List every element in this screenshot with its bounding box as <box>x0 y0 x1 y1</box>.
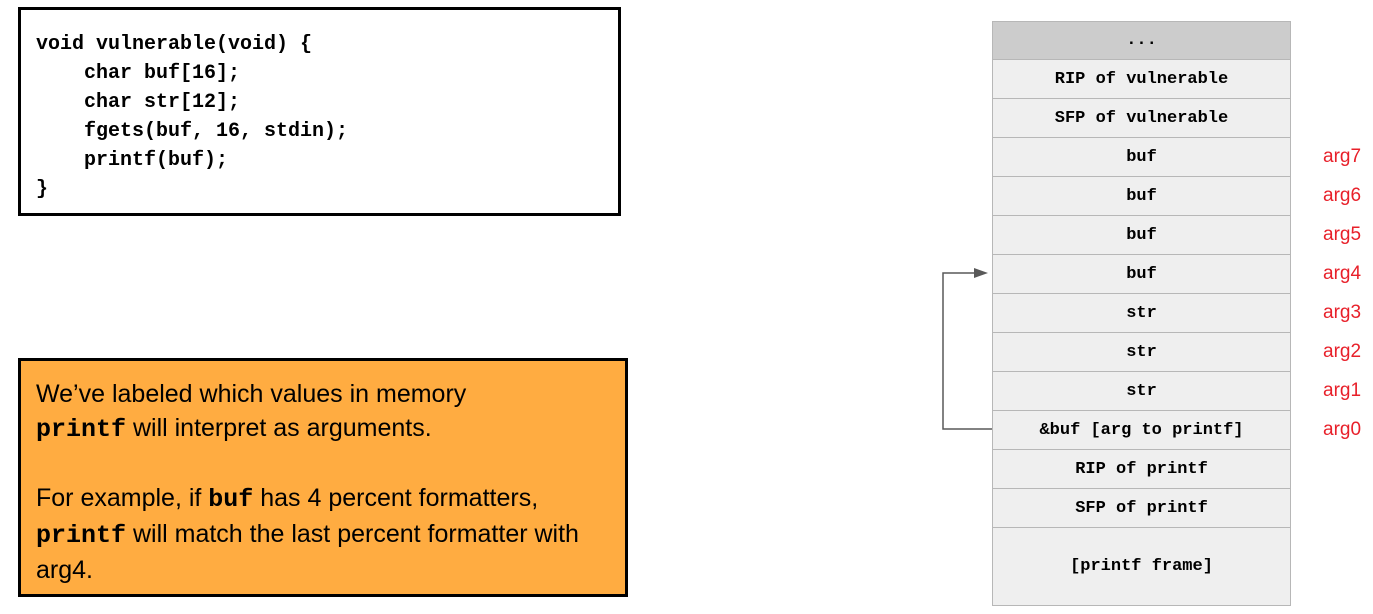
stack-diagram: ... RIP of vulnerable SFP of vulnerable … <box>992 21 1361 606</box>
arg-label: arg2 <box>1323 341 1362 362</box>
stack-cell-rip-vulnerable: RIP of vulnerable <box>992 60 1291 99</box>
note-text: will interpret as arguments. <box>126 414 432 442</box>
cell-label: &buf [arg to printf] <box>1039 420 1244 440</box>
explanation-note: We’ve labeled which values in memory prin… <box>18 358 628 597</box>
note-text: We’ve labeled which values in memory <box>36 380 467 408</box>
stack-cell-sfp-vulnerable: SFP of vulnerable <box>992 99 1291 138</box>
note-text: has 4 percent formatters, <box>253 484 539 512</box>
cell-label: str <box>1126 303 1157 323</box>
stack-cell-buf: buf arg6 <box>992 177 1361 216</box>
note-text: will match the last percent formatter wi… <box>36 520 579 584</box>
stack-cell-buf-pointer: &buf [arg to printf] arg0 <box>992 411 1361 450</box>
note-code: printf <box>36 521 127 550</box>
arg-label: arg0 <box>1323 419 1362 440</box>
stack-cell-rip-printf: RIP of printf <box>992 450 1291 489</box>
code-line: char buf[16]; <box>36 62 241 85</box>
arrowhead-icon <box>974 268 988 278</box>
note-text: For example, if <box>36 484 209 512</box>
arg-label: arg4 <box>1323 263 1362 284</box>
cell-label: str <box>1126 342 1157 362</box>
stack-cell-top: ... <box>992 21 1291 60</box>
stack-cell-sfp-printf: SFP of printf <box>992 489 1291 528</box>
arg-label: arg6 <box>1323 185 1362 206</box>
cell-label: SFP of vulnerable <box>1054 108 1229 128</box>
code-line: printf(buf); <box>36 149 229 172</box>
cell-label: buf <box>1126 225 1157 245</box>
stack-cell-str: str arg3 <box>992 294 1361 333</box>
note-paragraph-2: For example, if buf has 4 percent format… <box>36 481 621 587</box>
stack-cell-buf: buf arg5 <box>992 216 1361 255</box>
code-line: fgets(buf, 16, stdin); <box>36 120 349 143</box>
note-code: printf <box>36 415 127 444</box>
cell-label: RIP of printf <box>1075 459 1208 479</box>
stack-cell-buf-target: buf arg4 <box>992 255 1361 294</box>
cell-label: ... <box>1126 31 1157 50</box>
arg-label: arg1 <box>1323 380 1362 401</box>
cell-label: RIP of vulnerable <box>1054 69 1229 89</box>
cell-label: [printf frame] <box>1070 557 1213 576</box>
note-paragraph-1: We’ve labeled which values in memory prin… <box>36 361 621 447</box>
note-code: buf <box>208 485 254 514</box>
stack-cell-str: str arg2 <box>992 333 1361 372</box>
code-block: void vulnerable(void) { char buf[16]; ch… <box>21 10 618 204</box>
cell-label: buf <box>1126 147 1157 167</box>
pointer-arrow-line <box>942 272 992 430</box>
cell-label: SFP of printf <box>1075 498 1208 518</box>
stack-cell-str: str arg1 <box>992 372 1361 411</box>
stack-cell-printf-frame: [printf frame] <box>992 528 1291 606</box>
code-line: char str[12]; <box>36 91 241 114</box>
code-line: void vulnerable(void) { <box>36 33 313 56</box>
stack-cell-buf: buf arg7 <box>992 138 1361 177</box>
code-line: } <box>36 178 49 201</box>
arg-label: arg3 <box>1323 302 1362 323</box>
arg-label: arg7 <box>1323 146 1362 167</box>
cell-label: str <box>1126 381 1157 401</box>
cell-label: buf <box>1126 264 1157 284</box>
code-box: void vulnerable(void) { char buf[16]; ch… <box>18 7 621 216</box>
arg-label: arg5 <box>1323 224 1362 245</box>
cell-label: buf <box>1126 186 1157 206</box>
